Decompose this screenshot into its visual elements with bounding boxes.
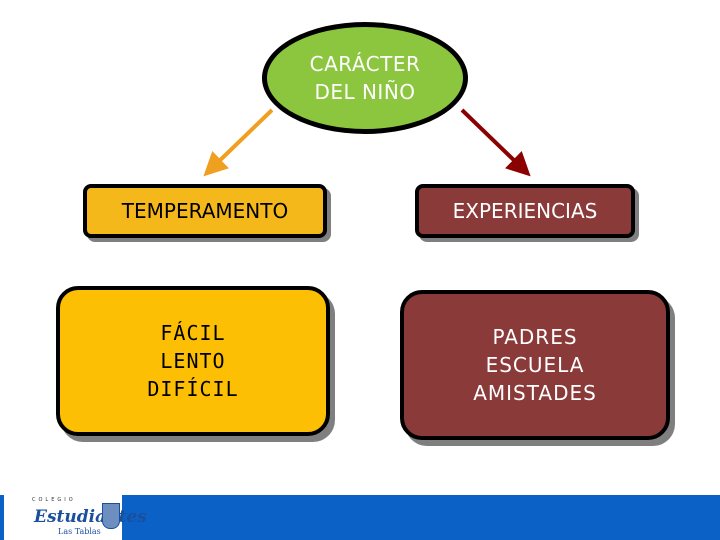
root-node-caracter: CARÁCTER DEL NIÑO xyxy=(262,22,468,134)
school-logo: COLEGIO Estudiantes Las Tablas xyxy=(4,495,147,540)
temperamento-item: LENTO xyxy=(160,349,226,373)
experiencias-node: EXPERIENCIAS xyxy=(415,184,635,238)
logo-top-text: COLEGIO xyxy=(32,497,76,503)
experiencias-items-box: PADRES ESCUELA AMISTADES xyxy=(400,290,670,440)
temperamento-item: FÁCIL xyxy=(160,321,226,345)
shield-icon xyxy=(102,503,120,529)
root-line-1: CARÁCTER xyxy=(309,52,421,76)
arrow-to-experiencias xyxy=(460,108,531,177)
experiencias-label: EXPERIENCIAS xyxy=(452,199,598,223)
logo-sub-text: Las Tablas xyxy=(58,527,101,536)
arrow-to-temperamento xyxy=(203,108,274,177)
root-line-2: DEL NIÑO xyxy=(314,80,416,104)
temperamento-item: DIFÍCIL xyxy=(147,377,239,401)
temperamento-items-box: FÁCIL LENTO DIFÍCIL xyxy=(56,286,330,436)
experiencias-item: ESCUELA xyxy=(485,353,585,377)
experiencias-item: AMISTADES xyxy=(473,381,597,405)
experiencias-item: PADRES xyxy=(492,325,578,349)
logo-script-text: Estudiantes xyxy=(34,507,147,527)
temperamento-label: TEMPERAMENTO xyxy=(121,199,289,223)
temperamento-node: TEMPERAMENTO xyxy=(83,184,327,238)
